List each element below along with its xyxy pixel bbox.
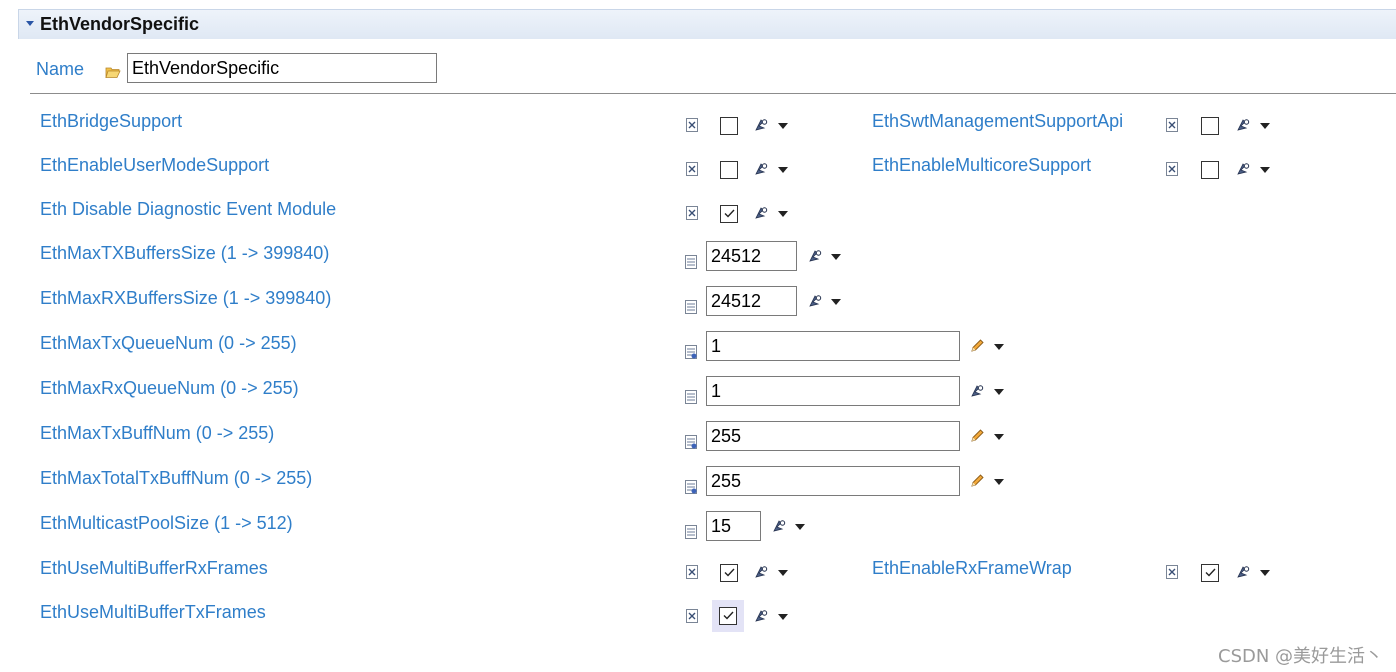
integer-param-icon [685,525,697,539]
boolean-param-icon [1166,565,1178,579]
dropdown-arrow-icon[interactable] [778,123,788,129]
param-label-eth-max-tx-buffers-size: EthMaxTXBuffersSize (1 -> 399840) [40,243,330,263]
param-label-eth-max-rx-queue-num: EthMaxRxQueueNum (0 -> 255) [40,378,299,398]
dropdown-arrow-icon[interactable] [994,434,1004,440]
eth-max-rx-queue-num-input[interactable] [706,376,960,406]
dropdown-arrow-icon[interactable] [778,570,788,576]
folder-open-icon[interactable] [105,66,121,78]
chevron-down-icon[interactable] [26,21,34,26]
calculated-value-icon[interactable] [753,564,769,580]
param-label-eth-max-tx-buff-num: EthMaxTxBuffNum (0 -> 255) [40,423,275,443]
integer-param-icon [685,435,697,449]
param-label-eth-use-multi-buffer-tx-frames: EthUseMultiBufferTxFrames [40,602,266,622]
separator [30,93,1396,94]
dropdown-arrow-icon[interactable] [831,299,841,305]
checkbox-eth-bridge-support[interactable] [720,117,738,135]
param-label-eth-disable-diagnostic-event-module: Eth Disable Diagnostic Event Module [40,199,337,219]
dropdown-arrow-icon[interactable] [795,524,805,530]
param-label-eth-bridge-support: EthBridgeSupport [40,111,183,131]
checkmark-icon [724,568,735,577]
integer-param-icon [685,480,697,494]
dropdown-arrow-icon[interactable] [1260,570,1270,576]
eth-multicast-pool-size-input[interactable] [706,511,761,541]
checkmark-icon [723,611,734,620]
checkbox-eth-swt-management-support-api[interactable] [1201,117,1219,135]
param-label-eth-max-rx-buffers-size: EthMaxRXBuffersSize (1 -> 399840) [40,288,332,308]
user-defined-pencil-icon[interactable] [969,338,985,354]
integer-param-icon [685,390,697,404]
dropdown-arrow-icon[interactable] [1260,123,1270,129]
integer-param-icon [685,255,697,269]
section-title: EthVendorSpecific [40,14,200,34]
eth-max-total-tx-buff-num-input[interactable] [706,466,960,496]
checkbox-eth-use-multi-buffer-tx-frames[interactable] [719,607,737,625]
boolean-param-icon [1166,162,1178,176]
name-field[interactable] [127,53,437,83]
dropdown-arrow-icon[interactable] [831,254,841,260]
name-label: Name [36,59,85,79]
calculated-value-icon[interactable] [753,608,769,624]
boolean-param-icon [686,162,698,176]
checkbox-eth-enable-user-mode-support[interactable] [720,161,738,179]
user-defined-pencil-icon[interactable] [969,473,985,489]
checkmark-icon [724,209,735,218]
calculated-value-icon[interactable] [1235,161,1251,177]
param-label-eth-enable-multicore-support: EthEnableMulticoreSupport [872,155,1092,175]
boolean-param-icon [686,565,698,579]
param-label-eth-enable-user-mode-support: EthEnableUserModeSupport [40,155,270,175]
boolean-param-icon [686,206,698,220]
user-defined-pencil-icon[interactable] [969,428,985,444]
checkbox-eth-enable-rx-frame-wrap[interactable] [1201,564,1219,582]
eth-max-tx-buff-num-input[interactable] [706,421,960,451]
dropdown-arrow-icon[interactable] [778,614,788,620]
dropdown-arrow-icon[interactable] [778,211,788,217]
param-label-eth-max-tx-queue-num: EthMaxTxQueueNum (0 -> 255) [40,333,297,353]
integer-param-icon [685,345,697,359]
calculated-value-icon[interactable] [969,383,985,399]
eth-max-tx-buffers-size-input[interactable] [706,241,797,271]
eth-max-rx-buffers-size-input[interactable] [706,286,797,316]
param-label-eth-multicast-pool-size: EthMulticastPoolSize (1 -> 512) [40,513,293,533]
calculated-value-icon[interactable] [753,205,769,221]
param-label-eth-swt-management-support-api: EthSwtManagementSupportApi [872,111,1124,131]
checkmark-icon [1205,568,1216,577]
eth-max-tx-queue-num-input[interactable] [706,331,960,361]
integer-param-icon [685,300,697,314]
calculated-value-icon[interactable] [771,518,787,534]
boolean-param-icon [686,118,698,132]
boolean-param-icon [686,609,698,623]
calculated-value-icon[interactable] [753,161,769,177]
calculated-value-icon[interactable] [807,248,823,264]
param-label-eth-max-total-tx-buff-num: EthMaxTotalTxBuffNum (0 -> 255) [40,468,313,488]
calculated-value-icon[interactable] [807,293,823,309]
dropdown-arrow-icon[interactable] [994,389,1004,395]
checkbox-eth-enable-multicore-support[interactable] [1201,161,1219,179]
param-label-eth-enable-rx-frame-wrap: EthEnableRxFrameWrap [872,558,1072,578]
checkbox-eth-use-multi-buffer-rx-frames[interactable] [720,564,738,582]
boolean-param-icon [1166,118,1178,132]
calculated-value-icon[interactable] [1235,564,1251,580]
dropdown-arrow-icon[interactable] [1260,167,1270,173]
calculated-value-icon[interactable] [1235,117,1251,133]
dropdown-arrow-icon[interactable] [778,167,788,173]
calculated-value-icon[interactable] [753,117,769,133]
dropdown-arrow-icon[interactable] [994,479,1004,485]
dropdown-arrow-icon[interactable] [994,344,1004,350]
watermark: CSDN @美好生活丶 [1218,646,1384,667]
section-header[interactable]: EthVendorSpecific [18,9,1396,39]
checkbox-eth-disable-diagnostic-event-module[interactable] [720,205,738,223]
param-label-eth-use-multi-buffer-rx-frames: EthUseMultiBufferRxFrames [40,558,268,578]
